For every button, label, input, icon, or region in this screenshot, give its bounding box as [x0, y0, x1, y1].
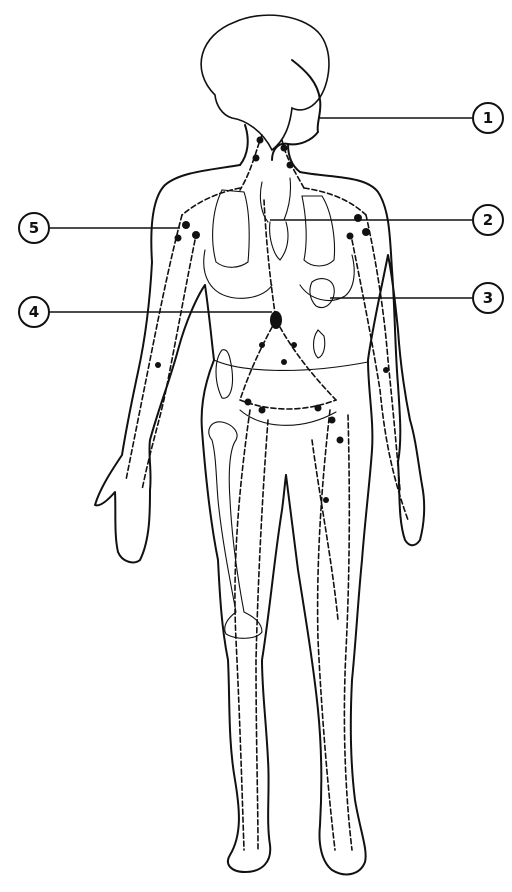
node-axilla-left-2	[192, 231, 200, 239]
waist-line	[214, 360, 368, 370]
pelvis	[240, 410, 336, 425]
vessel-arm-left-b	[142, 240, 195, 490]
callout-label-5: 5	[29, 219, 39, 237]
vessel-shoulder-left	[182, 188, 240, 215]
node-groin-right-2	[329, 417, 336, 424]
callout-3: 3	[473, 283, 503, 313]
node-groin-right-3	[337, 437, 344, 444]
node-cisterna-chyli	[270, 311, 282, 329]
node-axilla-left-3	[175, 235, 182, 242]
node-knee-right	[323, 497, 329, 503]
node-axilla-left-1	[182, 221, 190, 229]
callout-label-3: 3	[483, 289, 493, 307]
left-lung	[213, 190, 250, 267]
hair	[201, 15, 329, 150]
vessel-leg-left-a	[235, 410, 250, 850]
node-groin-left-2	[259, 407, 266, 414]
node-neck-3	[281, 145, 288, 152]
callout-label-1: 1	[483, 109, 493, 127]
leader-lines	[50, 118, 472, 312]
node-neck-2	[253, 155, 260, 162]
node-groin-right-1	[315, 405, 322, 412]
callout-2: 2	[473, 205, 503, 235]
vessel-leg-right-a	[318, 410, 335, 850]
right-lung	[302, 196, 335, 266]
node-groin-left-1	[245, 399, 252, 406]
callout-label-2: 2	[483, 211, 493, 229]
callout-label-4: 4	[29, 303, 39, 321]
vessel-neck-left	[240, 135, 262, 190]
body-outline	[95, 15, 424, 874]
kidney-right	[314, 330, 325, 358]
callout-1: 1	[473, 103, 503, 133]
internal-organs	[213, 178, 336, 425]
right-side-contour	[286, 172, 424, 874]
callout-4: 4	[19, 297, 49, 327]
vessel-shoulder-right	[304, 188, 366, 215]
node-abdomen-2	[291, 342, 297, 348]
node-axilla-right-3	[347, 233, 354, 240]
chest-contour	[204, 250, 354, 300]
vessel-abdomen-left	[240, 320, 276, 400]
node-abdomen-1	[259, 342, 265, 348]
lymph-nodes	[155, 137, 389, 504]
vessel-groin	[240, 400, 336, 409]
vessel-thoracic-duct	[264, 200, 276, 320]
node-abdomen-3	[281, 359, 287, 365]
spleen	[310, 279, 334, 308]
node-neck-4	[287, 162, 294, 169]
callout-5: 5	[19, 213, 49, 243]
node-neck-1	[257, 137, 264, 144]
node-elbow-right	[383, 367, 389, 373]
kidney	[216, 350, 233, 399]
node-axilla-right-2	[362, 228, 370, 236]
node-elbow-left	[155, 362, 161, 368]
vessel-leg-right-b	[344, 415, 352, 850]
